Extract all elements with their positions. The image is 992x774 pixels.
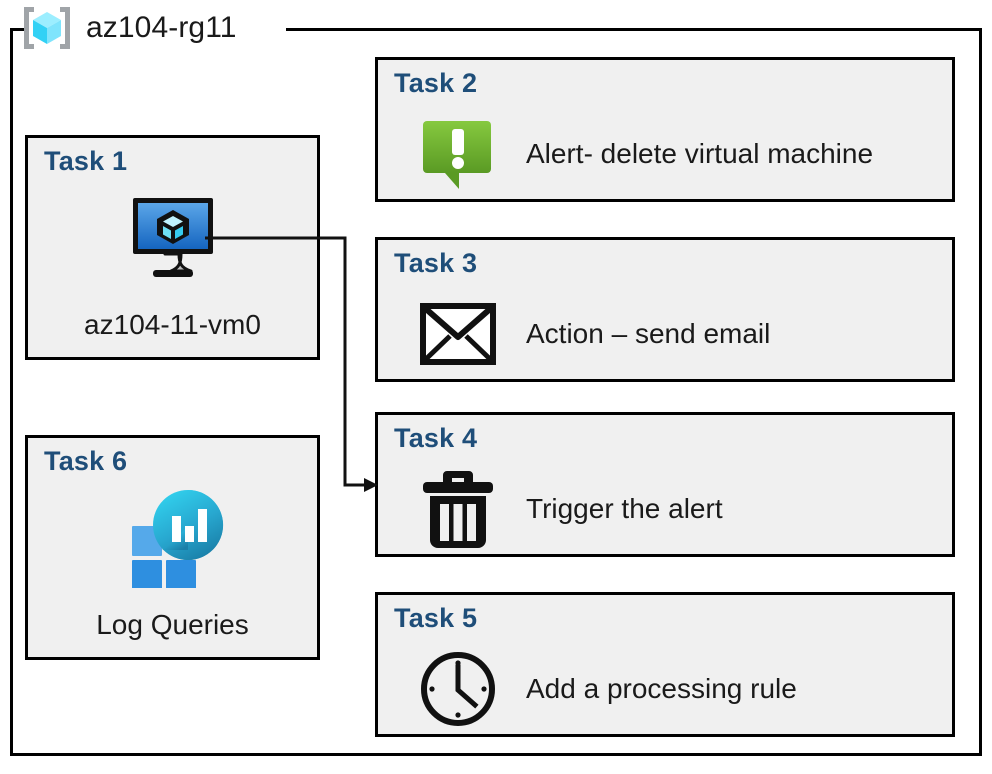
alert-bubble-icon	[416, 112, 500, 196]
task-3-box[interactable]: Task 3 Action – send email	[375, 237, 955, 382]
task-1-heading: Task 1	[44, 146, 128, 176]
task-3-heading: Task 3	[394, 248, 478, 278]
task-2-heading: Task 2	[394, 68, 478, 98]
task-2-body: Alert- delete virtual machine	[378, 108, 952, 200]
task-5-body: Add a processing rule	[378, 643, 952, 735]
trash-can-icon	[416, 467, 500, 551]
resource-group-name: az104-rg11	[86, 11, 237, 44]
resource-group-container	[10, 28, 982, 756]
clock-icon	[416, 647, 500, 731]
task-5-heading: Task 5	[394, 603, 478, 633]
task-6-label: Log Queries	[96, 609, 249, 640]
task-2-box[interactable]: Task 2 Alert- delete virtual machin	[375, 57, 955, 202]
virtual-machine-icon	[127, 194, 219, 287]
task-4-label: Trigger the alert	[526, 493, 723, 524]
task-4-heading: Task 4	[394, 423, 478, 453]
task-1-icon-slot	[28, 194, 317, 286]
task-5-box[interactable]: Task 5 Add a processing rule	[375, 592, 955, 737]
task-6-box[interactable]: Task 6	[25, 435, 320, 660]
resource-group-header: az104-rg11	[18, 2, 237, 54]
task-3-label: Action – send email	[526, 318, 771, 349]
task-2-label: Alert- delete virtual machine	[526, 138, 874, 169]
task-1-box[interactable]: Task 1	[25, 135, 320, 360]
resource-group-cube-icon	[18, 3, 76, 53]
task-6-heading: Task 6	[44, 446, 128, 476]
log-analytics-icon	[118, 488, 228, 593]
task-4-body: Trigger the alert	[378, 463, 952, 555]
task-4-box[interactable]: Task 4 Trigger the alert	[375, 412, 955, 557]
envelope-icon	[416, 292, 500, 376]
task-5-label: Add a processing rule	[526, 673, 797, 704]
task-3-body: Action – send email	[378, 288, 952, 380]
task-6-icon-slot	[28, 489, 317, 590]
task-1-label: az104-11-vm0	[84, 309, 261, 340]
resource-group-title-gap	[24, 18, 286, 40]
